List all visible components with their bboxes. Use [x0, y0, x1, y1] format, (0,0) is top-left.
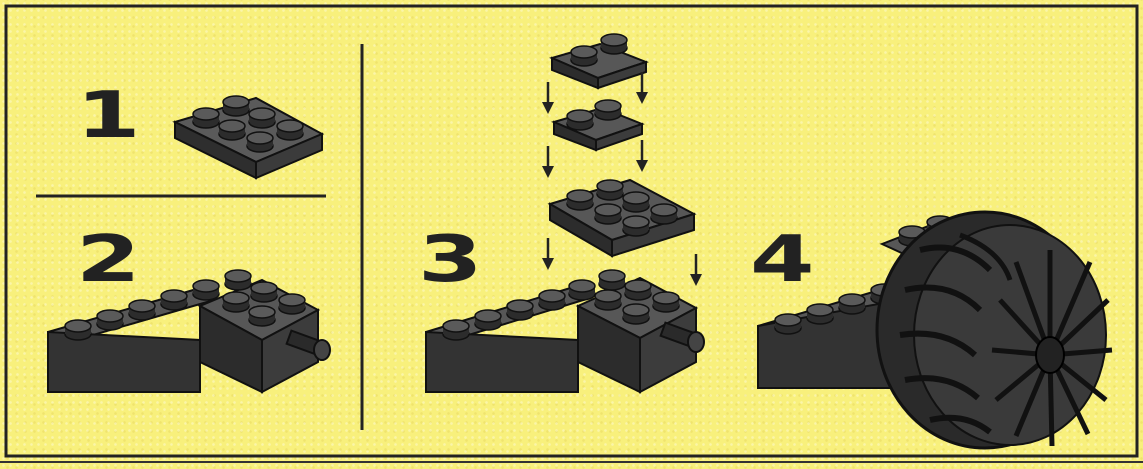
- step3-stack: [426, 34, 704, 392]
- step-number-1: 1: [76, 84, 141, 148]
- step-number-2: 2: [76, 228, 141, 292]
- step-number-4: 4: [750, 228, 815, 292]
- step-number-3: 3: [418, 228, 483, 292]
- step1-plate: [175, 96, 322, 178]
- wheel: [877, 212, 1112, 448]
